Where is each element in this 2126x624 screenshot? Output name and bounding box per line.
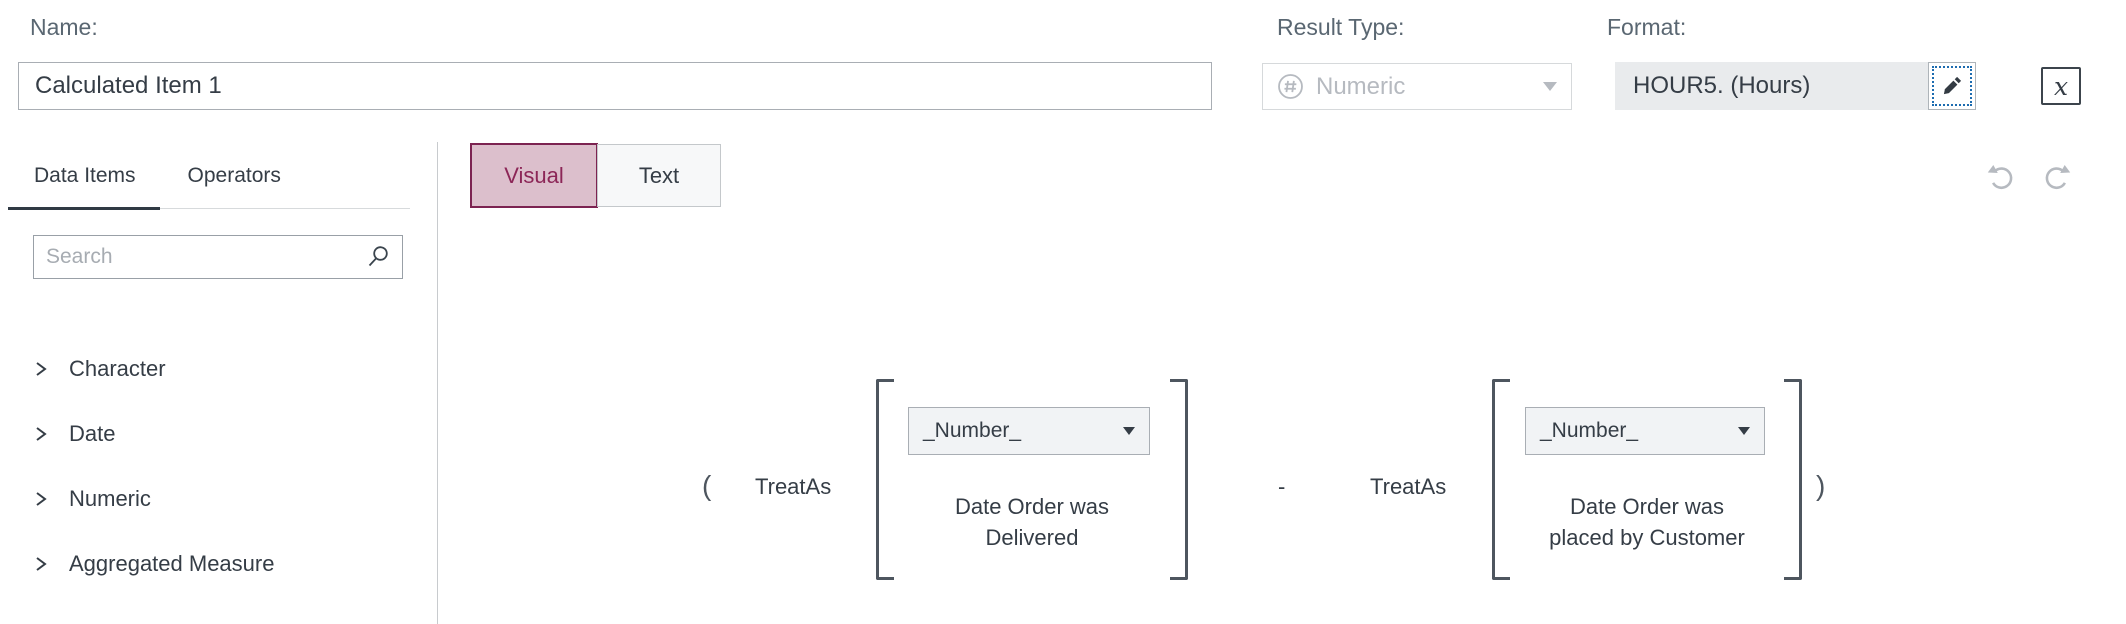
search-icon[interactable] (366, 245, 390, 269)
operand-group-left[interactable]: _Number_ Date Order was Delivered (876, 379, 1188, 580)
chevron-down-icon (1543, 82, 1557, 91)
tree-item-character[interactable]: Character (33, 336, 413, 401)
tree-item-aggregated-measure[interactable]: Aggregated Measure (33, 531, 413, 596)
view-toggle: Visual Text (470, 143, 721, 208)
tree-item-label: Character (69, 355, 166, 381)
visual-view-button[interactable]: Visual (470, 143, 598, 208)
type-selector-value: _Number_ (1540, 419, 1639, 442)
redo-icon (2041, 161, 2073, 193)
minus-operator[interactable]: - (1278, 474, 1286, 499)
tree-item-label: Aggregated Measure (69, 550, 275, 576)
format-field: HOUR5. (Hours) (1615, 62, 1976, 110)
expression-button[interactable]: x (2041, 67, 2081, 105)
type-selector-right[interactable]: _Number_ (1525, 407, 1765, 455)
text-view-button[interactable]: Text (597, 144, 721, 207)
panel-divider (437, 142, 438, 624)
expand-chevron-icon[interactable] (33, 358, 49, 380)
expand-chevron-icon[interactable] (33, 423, 49, 445)
edit-format-button[interactable] (1928, 62, 1976, 110)
redo-button[interactable] (2040, 160, 2074, 194)
italic-x-icon: x (2053, 71, 2069, 101)
name-label: Name: (30, 14, 98, 40)
history-buttons (1984, 160, 2074, 194)
open-paren[interactable]: ( (702, 470, 712, 501)
close-bracket-icon (1170, 379, 1188, 580)
operand-field-line: placed by Customer (1549, 525, 1745, 550)
treatas-function-left[interactable]: TreatAs (755, 474, 832, 499)
search-input[interactable] (46, 245, 366, 269)
expand-chevron-icon[interactable] (33, 488, 49, 510)
operand-field-line: Date Order was (1569, 494, 1725, 519)
tree-item-numeric[interactable]: Numeric (33, 466, 413, 531)
operand-field-left[interactable]: Date Order was Delivered (896, 491, 1168, 553)
tab-data-items[interactable]: Data Items (8, 158, 160, 210)
pencil-icon (1940, 74, 1964, 98)
open-bracket-icon (1492, 379, 1510, 580)
close-bracket-icon (1784, 379, 1802, 580)
data-items-tree: Character Date Numeric (33, 336, 413, 596)
open-bracket-icon (876, 379, 894, 580)
chevron-down-icon (1738, 427, 1750, 435)
numeric-hash-icon (1277, 73, 1304, 100)
format-value: HOUR5. (Hours) (1615, 62, 1928, 110)
close-paren[interactable]: ) (1816, 470, 1826, 501)
tree-item-label: Date (69, 420, 116, 446)
operand-group-right[interactable]: _Number_ Date Order was placed by Custom… (1492, 379, 1802, 580)
operand-field-line: Date Order was (954, 494, 1110, 519)
tree-item-date[interactable]: Date (33, 401, 413, 466)
undo-icon (1985, 161, 2017, 193)
result-type-select[interactable]: Numeric (1262, 63, 1572, 110)
search-box (33, 235, 403, 279)
operand-field-right[interactable]: Date Order was placed by Customer (1512, 491, 1782, 553)
result-type-value: Numeric (1316, 72, 1406, 100)
tab-operators[interactable]: Operators (187, 164, 281, 187)
format-label: Format: (1607, 14, 1687, 40)
type-selector-value: _Number_ (923, 419, 1022, 442)
treatas-function-right[interactable]: TreatAs (1370, 474, 1447, 499)
name-input[interactable] (18, 62, 1212, 110)
type-selector-left[interactable]: _Number_ (908, 407, 1150, 455)
result-type-label: Result Type: (1277, 14, 1405, 40)
operand-field-line: Delivered (985, 525, 1079, 550)
expand-chevron-icon[interactable] (33, 553, 49, 575)
undo-button[interactable] (1984, 160, 2018, 194)
sidebar-tabs: Data Items Operators (8, 158, 410, 210)
chevron-down-icon (1123, 427, 1135, 435)
tree-item-label: Numeric (69, 485, 151, 511)
